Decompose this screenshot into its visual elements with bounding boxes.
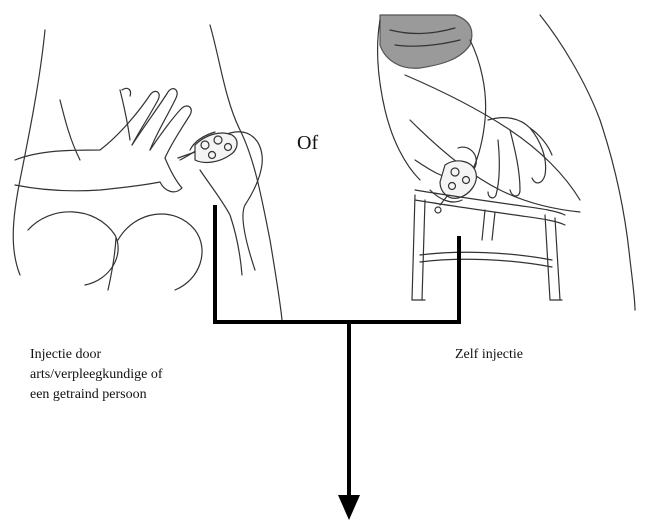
label-injection-by-professional: Injectie door arts/verpleegkundige of ee… bbox=[30, 345, 230, 405]
buttock-injection-illustration bbox=[13, 25, 282, 320]
label-left-line-3: een getraind persoon bbox=[30, 385, 230, 405]
label-left-line-2: arts/verpleegkundige of bbox=[30, 365, 230, 385]
label-left-line-1: Injectie door bbox=[30, 345, 230, 365]
flow-connector bbox=[215, 207, 459, 500]
down-arrow-head bbox=[338, 495, 360, 520]
label-self-injection: Zelf injectie bbox=[455, 345, 605, 365]
self-injection-illustration bbox=[378, 15, 635, 310]
or-label: Of bbox=[297, 131, 318, 155]
